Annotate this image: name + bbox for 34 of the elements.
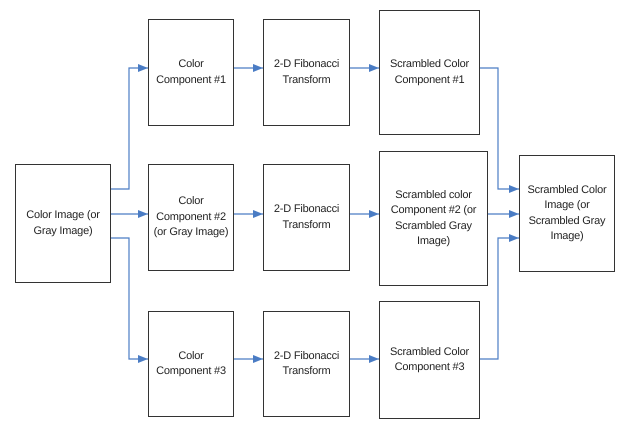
box-label: 2-D Fibonacci Transform xyxy=(272,202,340,232)
arrow xyxy=(350,355,379,363)
process-box xyxy=(148,311,234,417)
arrow xyxy=(234,210,263,218)
process-box xyxy=(379,10,480,135)
arrow xyxy=(488,210,519,218)
box-label: Scrambled color Component #2 (or Scrambled Gray Image) xyxy=(390,188,478,249)
arrow xyxy=(350,64,379,72)
process-box xyxy=(148,19,234,126)
box-label: Scrambled Color Component #3 xyxy=(389,344,470,375)
process-box xyxy=(148,164,234,271)
process-box xyxy=(15,164,111,283)
process-box xyxy=(263,311,350,417)
arrow xyxy=(480,67,519,193)
arrow xyxy=(480,234,519,360)
box-label: 2-D Fibonacci Transform xyxy=(272,57,340,88)
arrow xyxy=(234,355,263,363)
box-label: Scrambled Color Component #1 xyxy=(389,57,470,88)
arrow xyxy=(234,64,263,72)
box-label: Color Image (or Gray Image) xyxy=(25,208,101,238)
box-label: Color Component #3 xyxy=(155,348,227,379)
process-box xyxy=(379,301,480,419)
process-box xyxy=(519,155,615,272)
box-label: Color Component #1 xyxy=(155,57,227,88)
arrow xyxy=(111,64,148,190)
arrow xyxy=(111,237,148,363)
arrow xyxy=(350,210,379,218)
process-box xyxy=(263,164,350,271)
box-label: 2-D Fibonacci Transform xyxy=(272,348,340,379)
box-label: Scrambled Color Image (or Scrambled Gray Image) xyxy=(526,182,608,244)
process-box xyxy=(263,19,350,126)
arrow xyxy=(111,210,148,218)
box-label: Color Component #2 (or Gray Image) xyxy=(153,194,229,240)
process-box xyxy=(379,151,488,286)
